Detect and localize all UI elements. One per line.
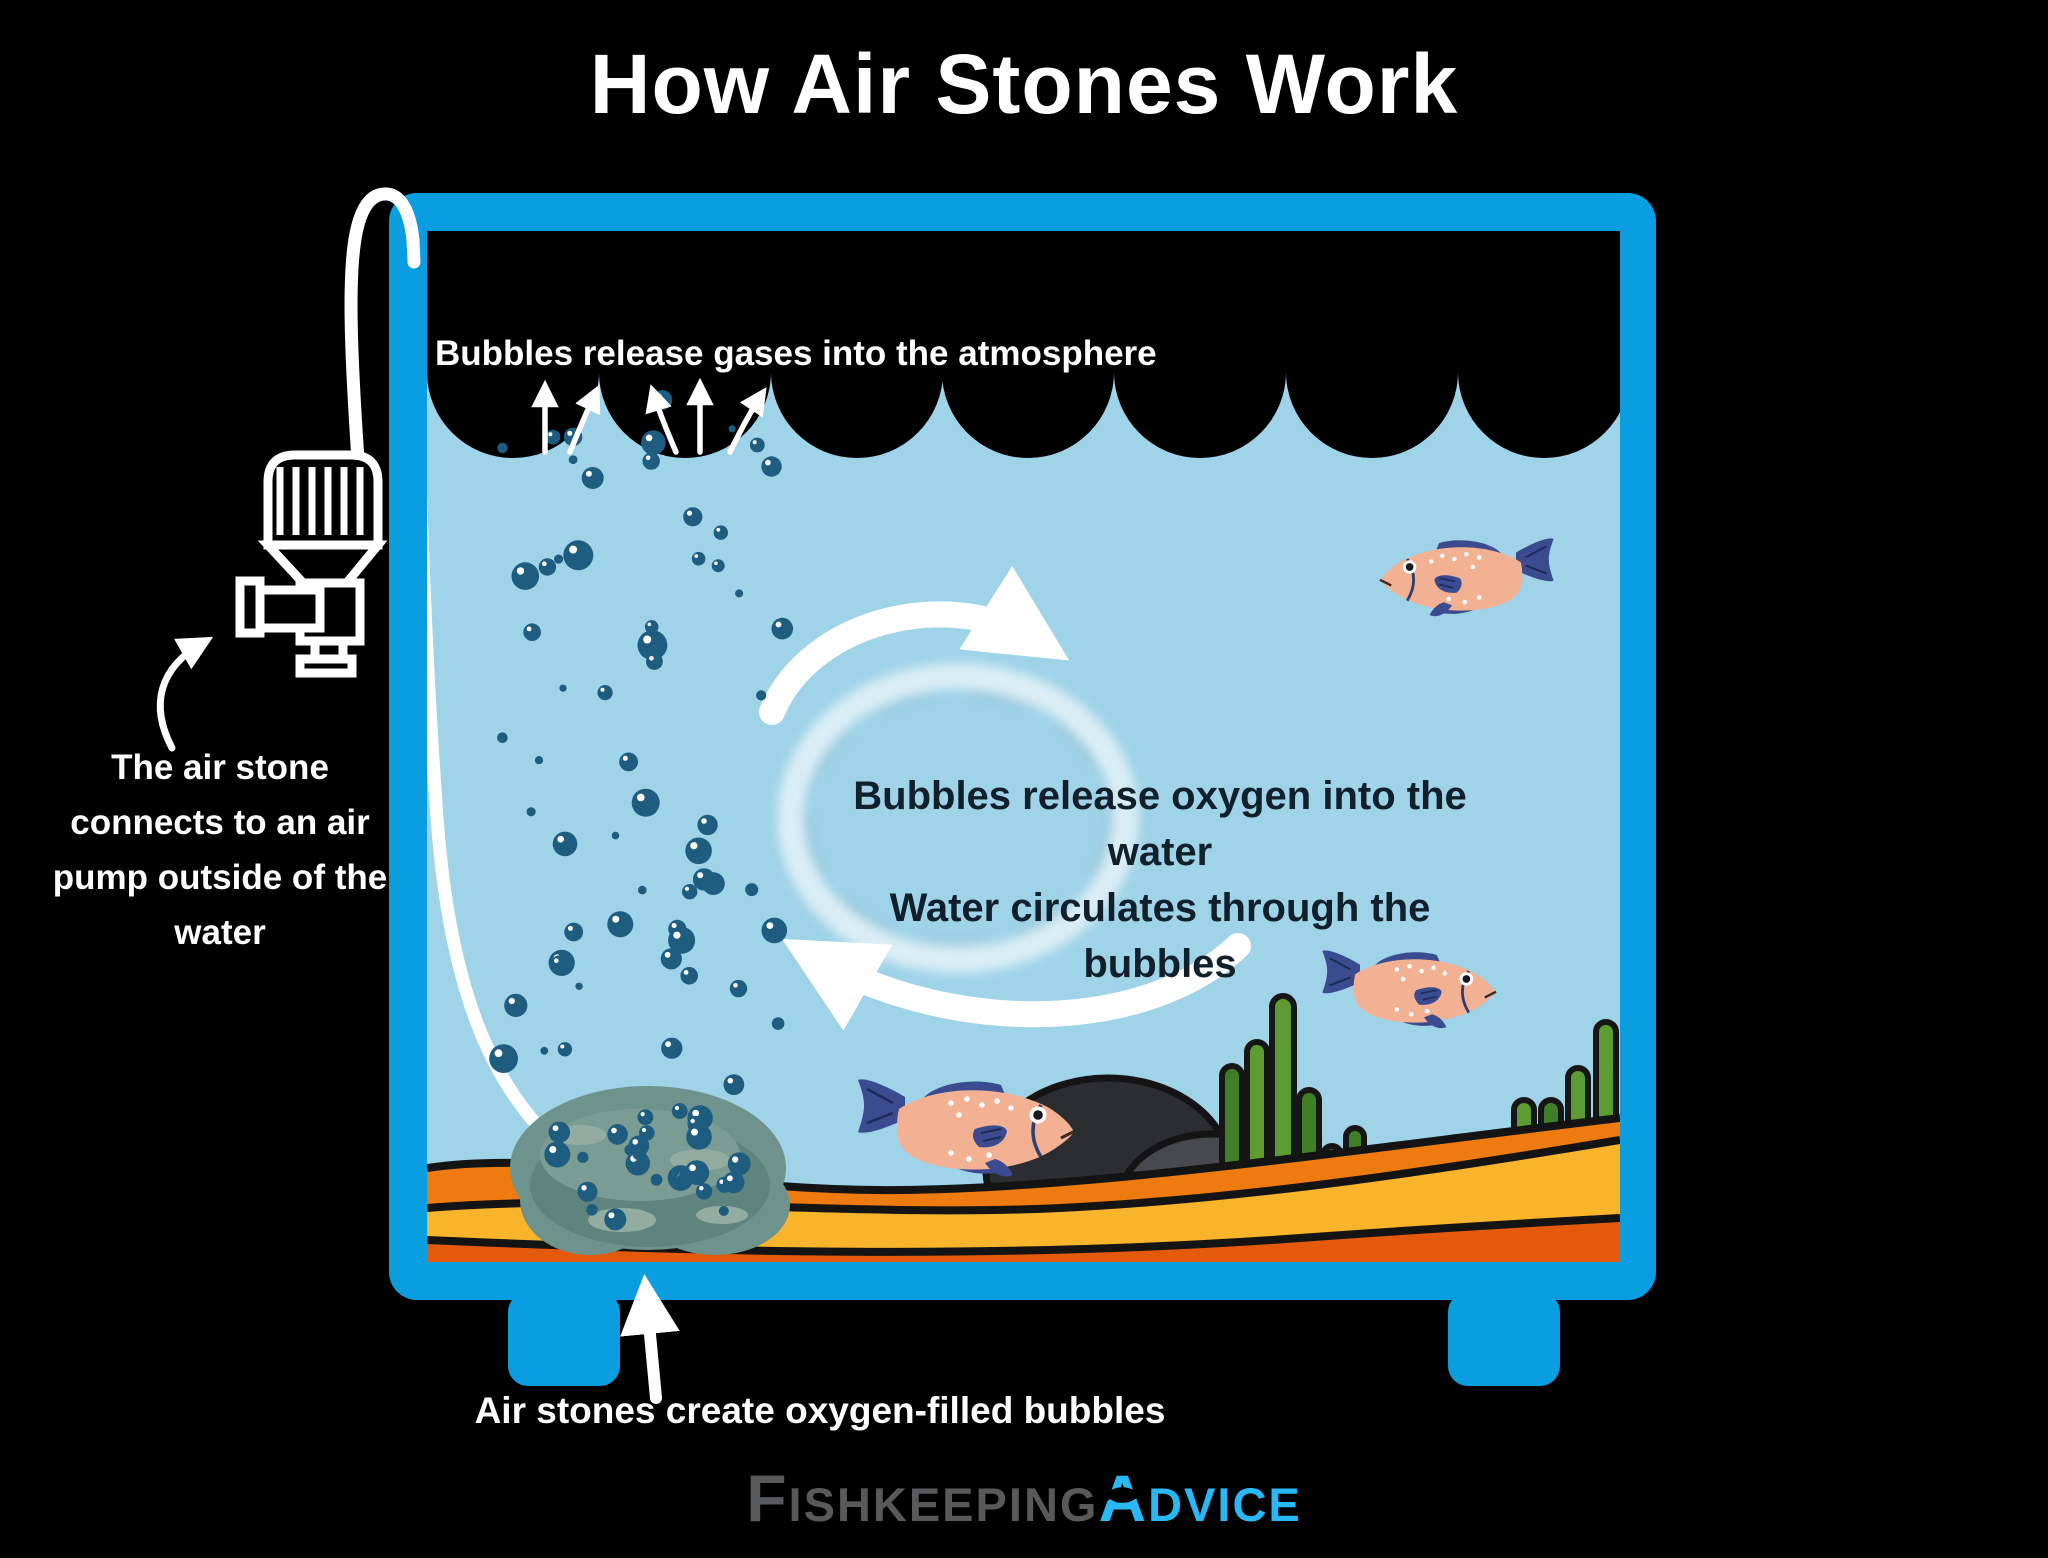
page-title: How Air Stones Work bbox=[589, 37, 1459, 131]
logo-word2-rest: DVICE bbox=[1148, 1478, 1302, 1531]
air-stone-label: Air stones create oxygen-filled bubbles bbox=[474, 1390, 1166, 1431]
air-pump-label: The air stone connects to an air pump ou… bbox=[52, 748, 388, 952]
circulation-arrow-bottom bbox=[781, 933, 1251, 1031]
air-gap-scallops bbox=[427, 231, 1620, 458]
logo-word1-rest: ISHKEEPING bbox=[788, 1478, 1099, 1531]
oxygen-label-line1: Bubbles release oxygen into the water bbox=[853, 774, 1467, 874]
surface-arrows bbox=[531, 377, 767, 455]
water-swirl-icon bbox=[777, 663, 1139, 973]
fish-silhouette-icon bbox=[1104, 1486, 1141, 1504]
tank-feet bbox=[508, 1292, 1560, 1386]
tank-interior bbox=[427, 231, 1620, 1262]
brand-logo: FISHKEEPINGADVICE bbox=[0, 1460, 2048, 1536]
oxygen-label-line2: Water circulates through the bubbles bbox=[889, 886, 1431, 986]
circulation-arrow-top bbox=[759, 565, 1070, 725]
pump-pointer-arrow bbox=[156, 636, 214, 752]
circulation-label: Bubbles release oxygen into the water Wa… bbox=[815, 768, 1505, 992]
logo-word2-initial-wrap: A bbox=[1098, 1460, 1148, 1536]
air-stone-pointer-arrow bbox=[620, 1274, 680, 1404]
logo-word1-initial: F bbox=[746, 1461, 789, 1535]
surface-label: Bubbles release gases into the atmospher… bbox=[435, 334, 1157, 373]
air-pump-icon bbox=[235, 450, 388, 678]
air-tube-line bbox=[344, 187, 421, 467]
